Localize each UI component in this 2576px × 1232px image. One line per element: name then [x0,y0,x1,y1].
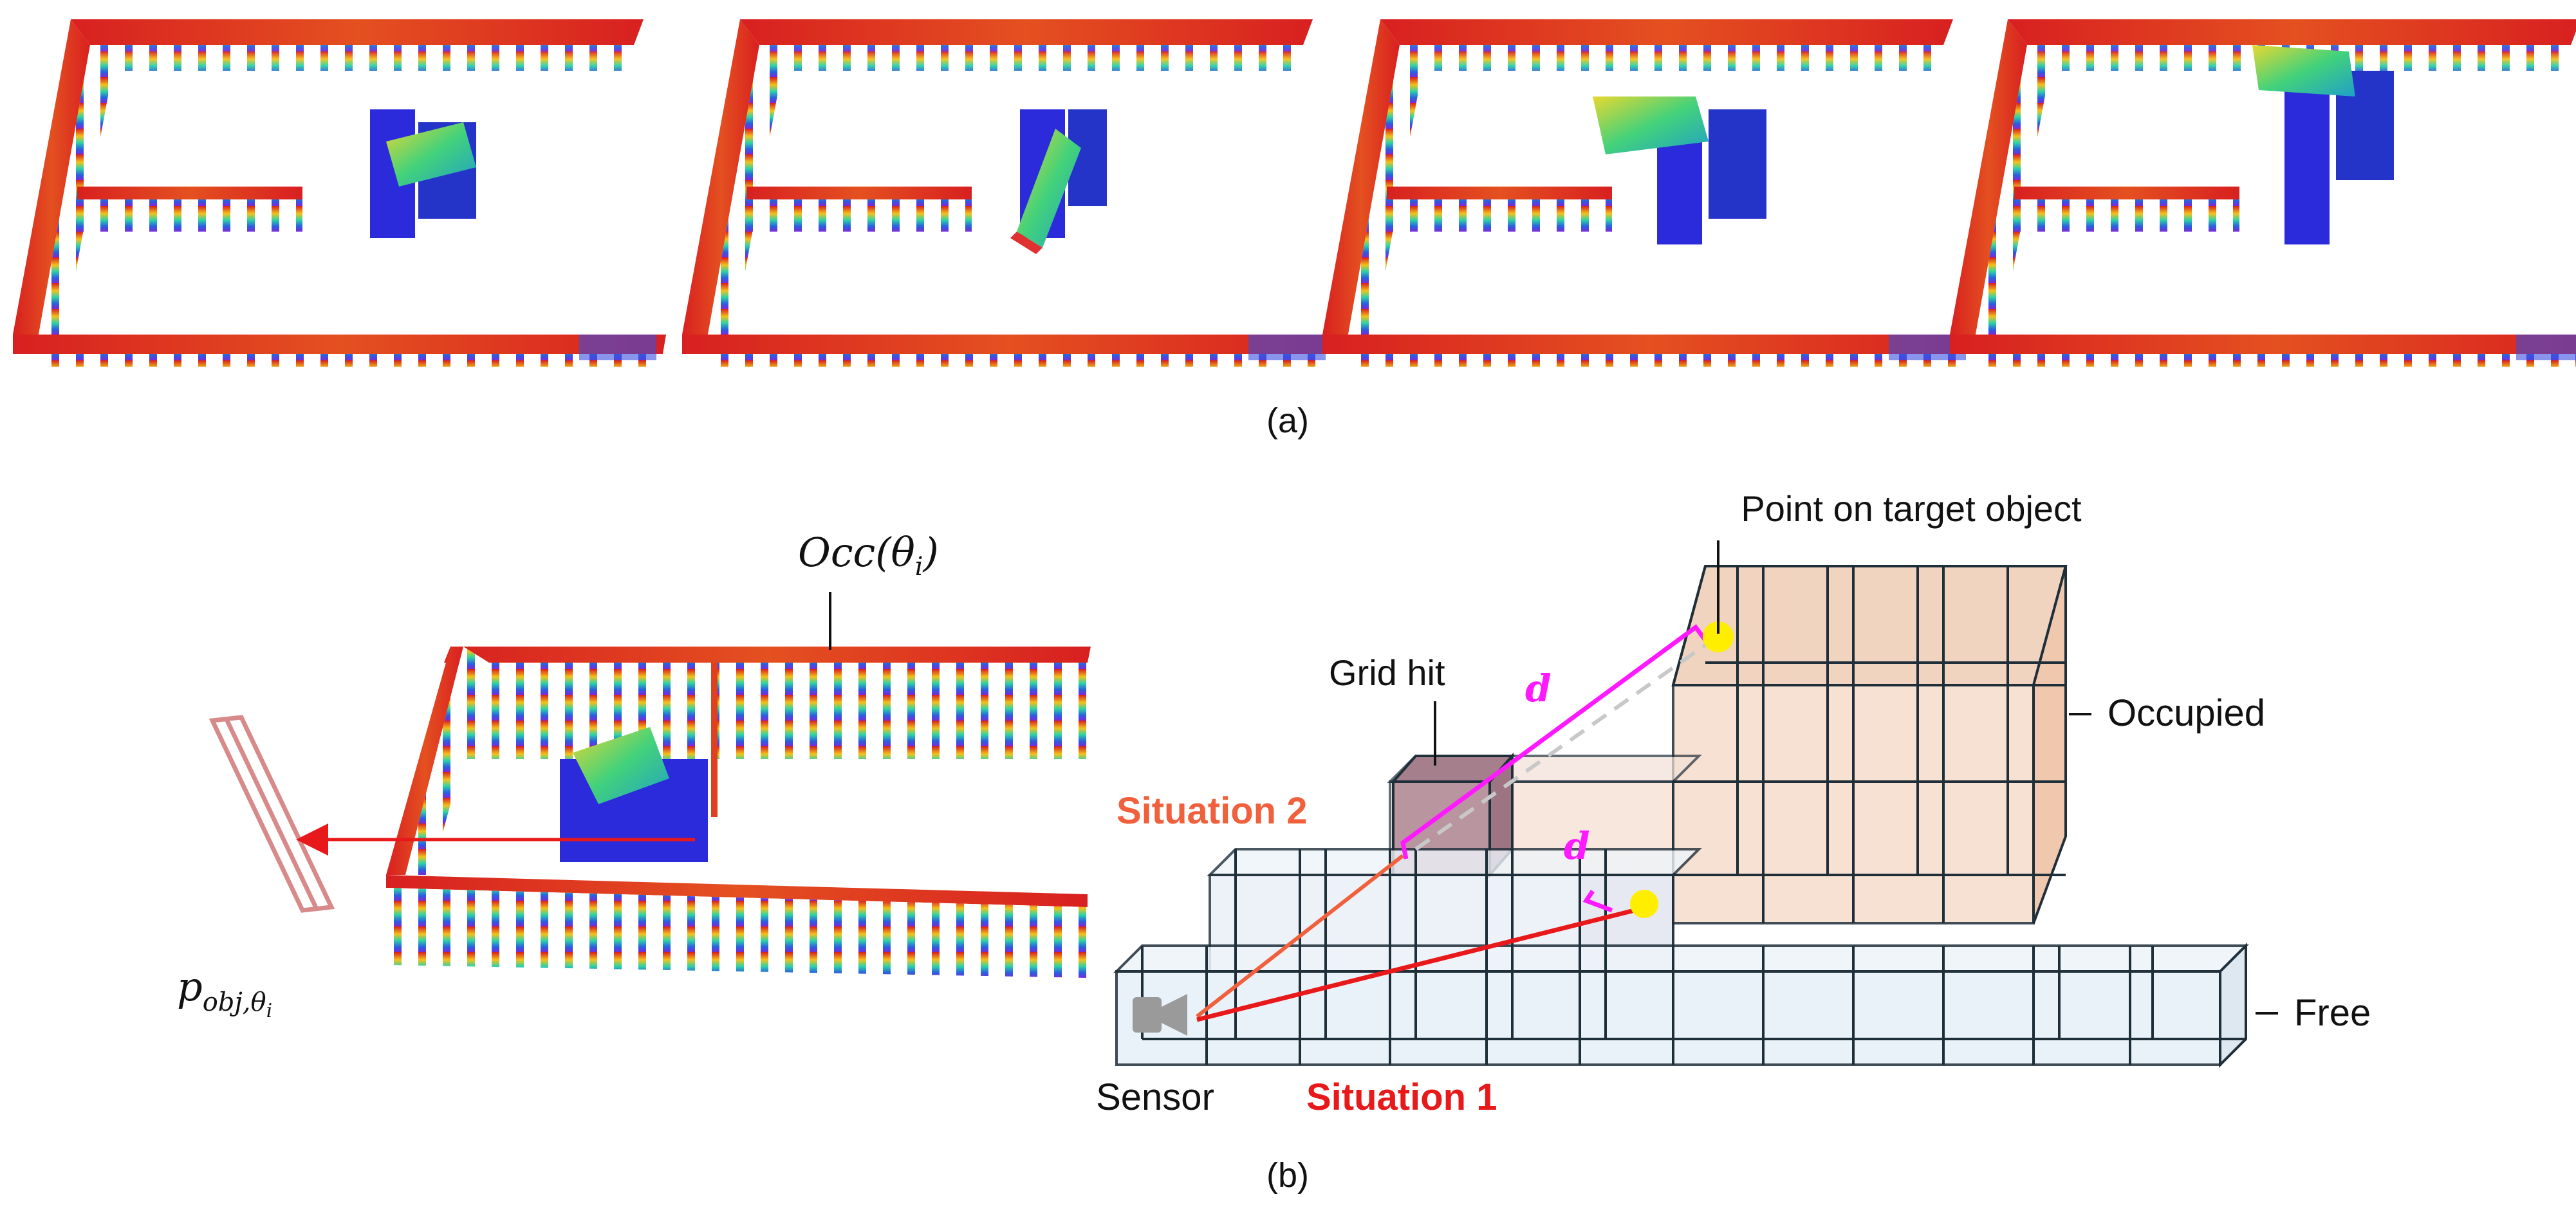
d-label-1: d [1564,824,1590,868]
pobj-label: pobj,θi [177,963,272,1022]
hidden-ray [1414,636,1716,851]
projected-object [208,715,335,913]
panel-b-caption: (b) [1266,1156,1309,1195]
panel-a-caption: (a) [1266,401,1309,440]
d-label-2: d [1525,667,1552,710]
sensor-icon [1133,994,1187,1036]
situation2-label: Situation 2 [1117,790,1307,832]
robot-arm [2252,45,2355,97]
occupied-label: Occupied [2108,692,2265,734]
voxel-diagram [1113,565,2249,1068]
target-point-2 [1703,621,1734,652]
occupancy-map [386,647,1091,978]
occ-label: Occ(θi) [798,529,939,582]
situation2-ray [1196,854,1404,1018]
robot-pedestal [1709,109,1766,219]
free-label: Free [2294,992,2371,1034]
robot-arm [1593,97,1709,154]
situation1-ray [1196,908,1635,1022]
grid-hit-label: Grid hit [1329,652,1445,693]
scene-2 [682,19,1335,367]
point-on-target-label: Point on target object [1741,488,2082,529]
scene-1 [13,19,666,367]
sensor-label: Sensor [1096,1076,1214,1118]
robot-base [2284,71,2330,244]
panel-b-left: Occ(θi) pobj,θi [177,529,1091,1022]
robot-arm [386,122,476,187]
scene-4 [1950,19,2576,367]
situation1-label: Situation 1 [1306,1076,1497,1118]
target-point-1 [1630,890,1658,918]
distance-d2 [1400,624,1707,860]
distance-d1 [1582,890,1613,913]
free-row-1 [1115,970,2221,1066]
robot-arm [573,727,669,804]
occupied-side [2032,565,2067,924]
panel-a: (a) [13,19,2576,440]
robot-arm [1017,129,1081,248]
scene-3 [1322,19,1976,367]
